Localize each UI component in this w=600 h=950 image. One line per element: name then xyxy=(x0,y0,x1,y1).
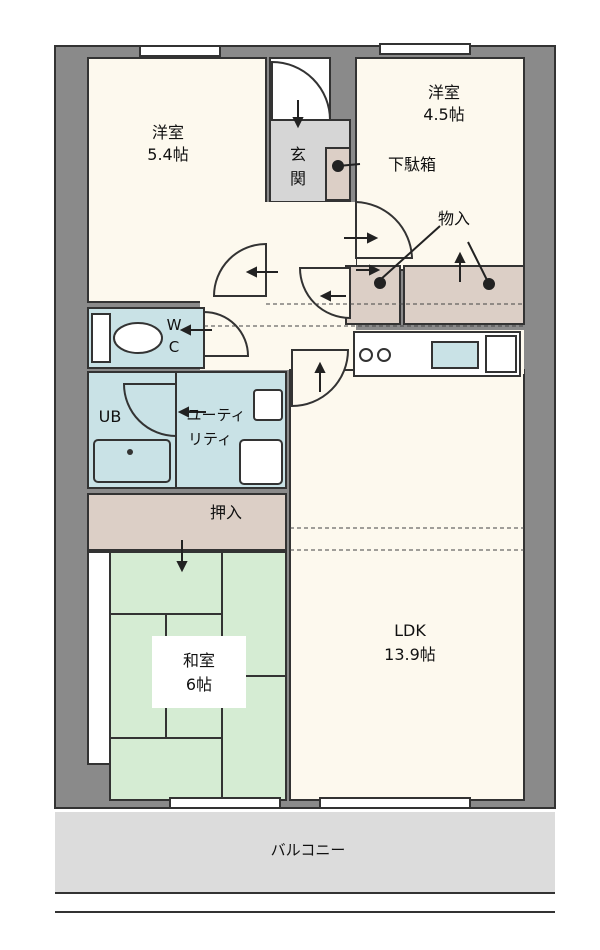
storage-unit-left xyxy=(345,265,401,325)
closet-label: 押入 xyxy=(210,503,242,522)
storage-label: 物入 xyxy=(438,209,470,228)
stove-burner-icon xyxy=(377,348,391,362)
entrance-label-2: 関 xyxy=(290,169,306,188)
western-right-size: 4.5帖 xyxy=(423,105,464,124)
fridge-icon xyxy=(485,335,517,373)
western-left-size: 5.4帖 xyxy=(147,145,188,164)
bathtub-icon xyxy=(93,439,171,483)
japanese-room-name: 和室 xyxy=(183,651,215,670)
kitchen-sink-icon xyxy=(431,341,479,369)
shoe-cabinet xyxy=(325,147,351,201)
door-arrows xyxy=(176,100,466,573)
washbasin-icon xyxy=(253,389,283,421)
shoe-cabinet-label: 下駄箱 xyxy=(388,155,436,174)
windows xyxy=(139,43,471,809)
storage-callouts xyxy=(332,160,495,290)
japanese-room-label-box xyxy=(152,636,246,708)
kitchen-counter xyxy=(353,331,521,377)
wc-label-c: C xyxy=(169,338,179,356)
toilet-tank-icon xyxy=(91,313,111,363)
labels: 洋室 5.4帖 洋室 4.5帖 玄 関 下駄箱 物入 W C UB ユーティ リ… xyxy=(99,83,470,859)
ub-label: UB xyxy=(99,407,122,426)
balcony xyxy=(55,812,555,913)
dashed-lines xyxy=(204,303,524,551)
japanese-room-size: 6帖 xyxy=(186,675,212,694)
storage-unit-right xyxy=(403,265,525,325)
western-right-name: 洋室 xyxy=(428,83,460,102)
bath-fixtures xyxy=(91,313,283,485)
balcony-area xyxy=(55,812,555,892)
wc-label-w: W xyxy=(167,316,182,334)
utility-label-2: リティ xyxy=(188,430,232,448)
closet-floor xyxy=(87,493,287,551)
balcony-label: バルコニー xyxy=(271,841,346,859)
ldk-name: LDK xyxy=(394,621,426,640)
toilet-bowl-icon xyxy=(113,322,163,354)
ldk-size: 13.9帖 xyxy=(384,645,436,664)
washing-machine-icon xyxy=(239,439,283,485)
western-left-name: 洋室 xyxy=(152,123,184,142)
stove-burner-icon xyxy=(359,348,373,362)
utility-label-1: ユーティ xyxy=(186,406,245,424)
room-ldk-floor xyxy=(289,369,525,801)
entrance-label-1: 玄 xyxy=(290,145,306,164)
doors xyxy=(122,60,414,438)
